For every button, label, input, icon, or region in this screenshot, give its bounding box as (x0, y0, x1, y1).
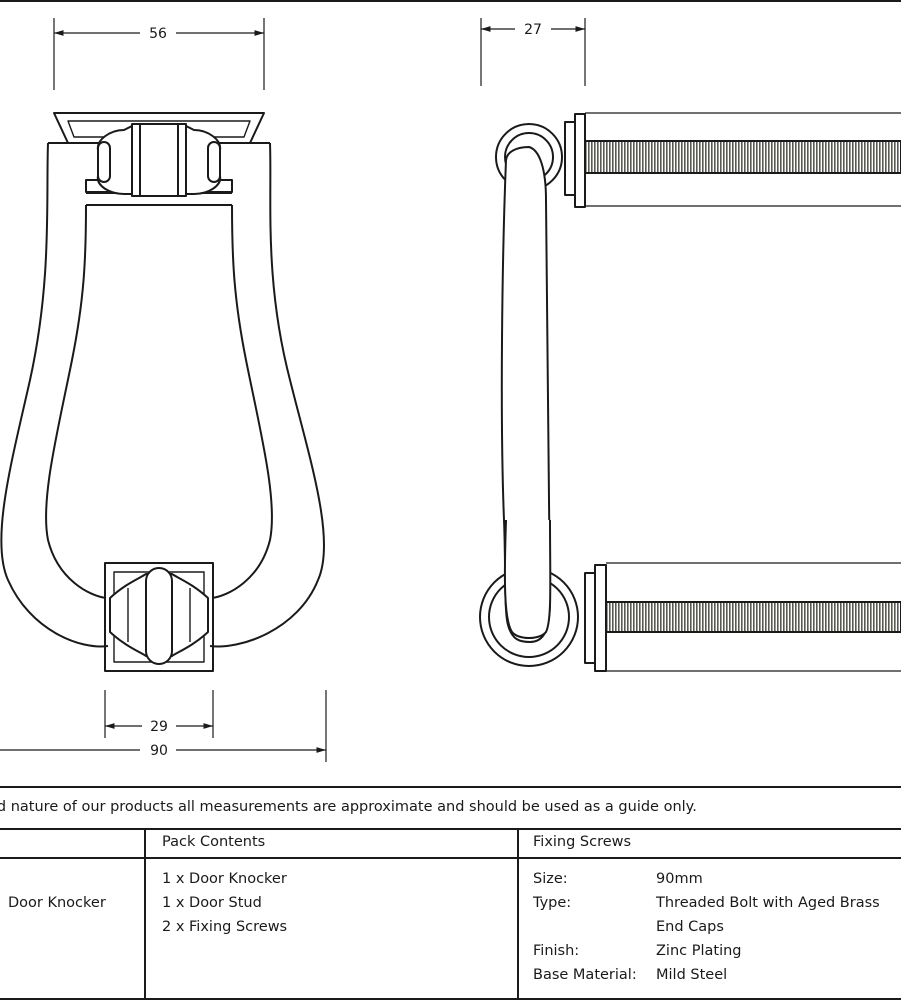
type-value-line1: Threaded Bolt with Aged Brass (656, 895, 880, 911)
dim-label-top-width: 56 (149, 26, 167, 42)
table-bottom-line (0, 998, 901, 1000)
pack-item: 2 x Fixing Screws (162, 919, 288, 935)
disclaimer-note: ed nature of our products all measuremen… (0, 799, 697, 815)
table-header-line (0, 857, 901, 859)
finish-label: Finish: (533, 943, 580, 959)
table-divider-1 (144, 828, 146, 1000)
table-top-line (0, 828, 901, 830)
type-value-line2: End Caps (656, 919, 724, 935)
size-value: 90mm (656, 871, 703, 887)
front-view (0, 18, 327, 762)
size-label: Size: (533, 871, 568, 887)
pack-contents-header: Pack Contents (162, 834, 266, 850)
pack-item: 1 x Door Stud (162, 895, 262, 911)
pack-item: 1 x Door Knocker (162, 871, 287, 887)
dim-label-side-depth: 27 (524, 22, 542, 38)
fixing-screws-header: Fixing Screws (533, 834, 632, 850)
side-view (479, 18, 901, 672)
table-divider-2 (517, 828, 519, 1000)
dim-label-overall-height: 90 (150, 743, 168, 759)
product-name: Door Knocker (8, 895, 106, 911)
type-label: Type: (533, 895, 572, 911)
technical-drawing: 56 27 29 90 (0, 0, 901, 788)
finish-value: Zinc Plating (656, 943, 742, 959)
base-material-label: Base Material: (533, 967, 637, 983)
dim-label-base-width: 29 (150, 719, 168, 735)
specification-table: Pack Contents Fixing Screws Door Knocker… (0, 828, 901, 1000)
base-material-value: Mild Steel (656, 967, 728, 983)
